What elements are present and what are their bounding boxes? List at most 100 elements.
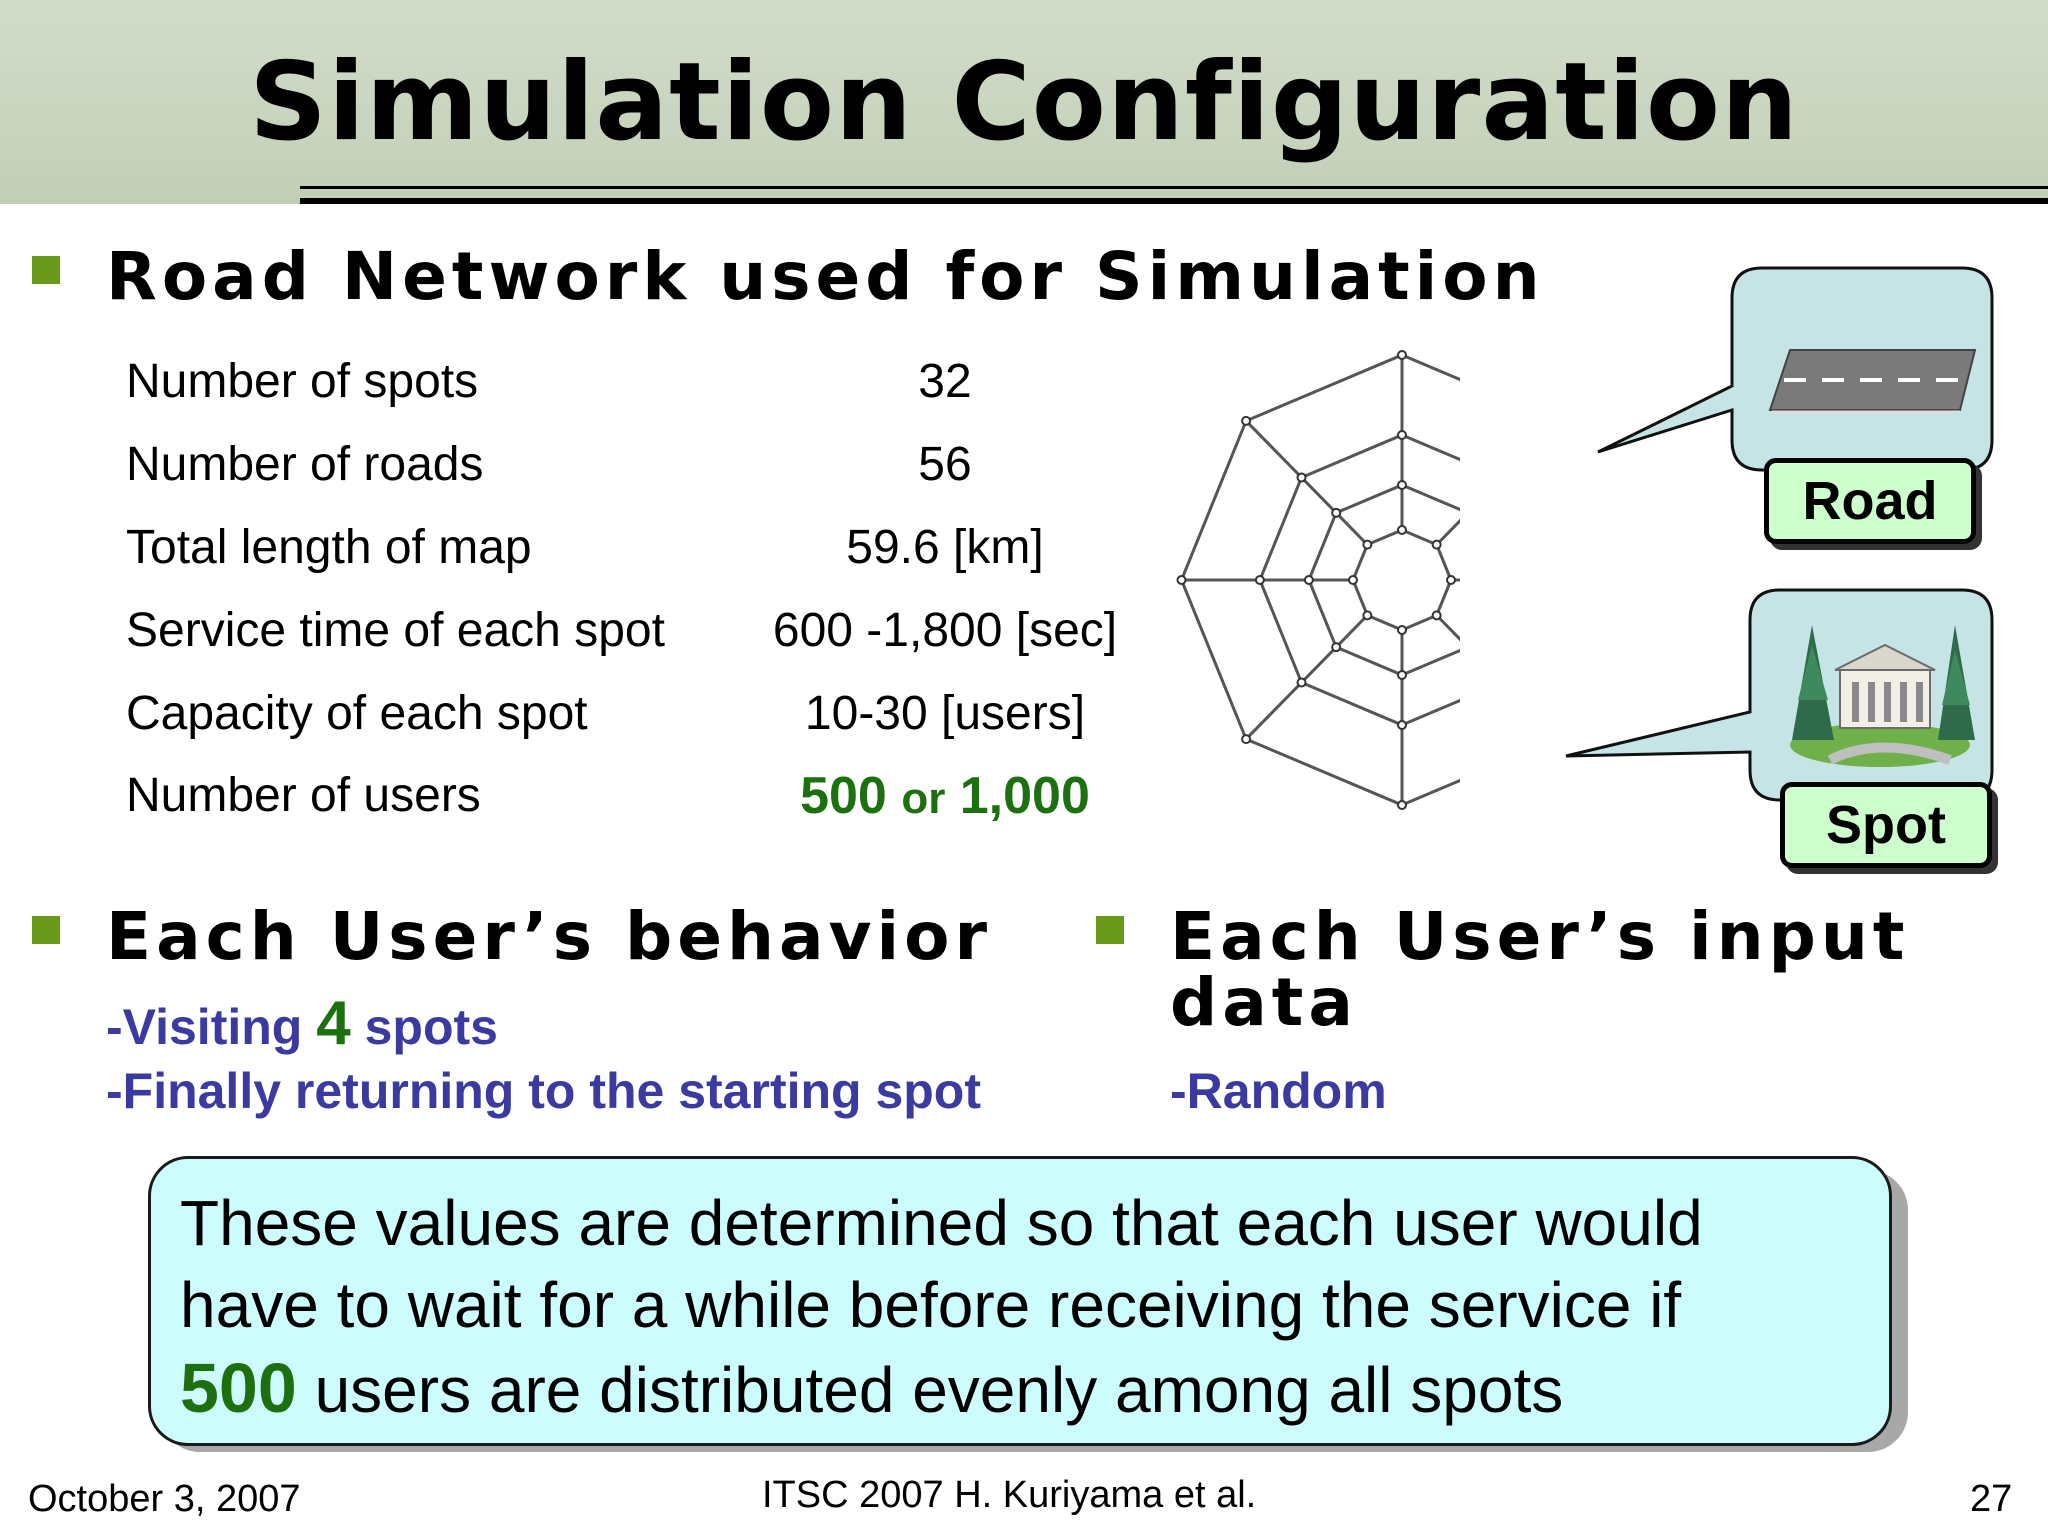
road-segment: [1435, 518, 1460, 546]
config-label-roads: Number of roads: [126, 438, 484, 491]
road-segment: [1401, 528, 1438, 547]
section-heading-input-data: Each User’s input data: [1170, 904, 1909, 1036]
visiting-count: 4: [316, 989, 351, 1058]
road-segment: [1401, 778, 1460, 807]
spot-node: [1362, 610, 1373, 621]
note-line-2: have to wait for a while before receivin…: [180, 1269, 1682, 1341]
road-segment: [1245, 353, 1403, 423]
spot-node: [1397, 625, 1407, 635]
input-data-heading-line1: Each User’s input: [1170, 898, 1910, 975]
spot-building-icon: [1790, 625, 1975, 767]
note-box: [148, 1156, 1892, 1446]
visiting-suffix: spots: [364, 999, 498, 1055]
title-band: [0, 0, 2048, 204]
spot-node: [1397, 525, 1407, 535]
road-segment: [1245, 419, 1303, 479]
spot-node: [1303, 575, 1314, 585]
config-value-spots: 32: [918, 355, 972, 408]
road-segment: [1258, 579, 1303, 684]
road-segment: [1351, 579, 1369, 616]
title-rule: [300, 186, 2048, 189]
note-line-3: 500 users are distributed evenly among a…: [180, 1348, 1563, 1428]
footer-date: October 3, 2007: [28, 1478, 301, 1520]
spot-node: [1397, 720, 1407, 730]
road-segment: [1366, 613, 1403, 632]
road-segment: [1245, 681, 1303, 741]
spot-node: [1241, 734, 1252, 745]
behavior-line-returning: -Finally returning to the starting spot: [106, 1063, 981, 1119]
road-segment: [1307, 579, 1338, 648]
config-label-service-time: Service time of each spot: [126, 604, 665, 657]
spot-node: [1331, 642, 1342, 653]
road-segment: [1300, 646, 1338, 684]
road-segment: [1335, 645, 1403, 677]
config-value-roads: 56: [918, 438, 972, 491]
spot-node: [1397, 350, 1407, 360]
road-label: Road: [1764, 458, 1976, 544]
spot-node: [1397, 430, 1407, 440]
road-picture-icon: [1768, 349, 1977, 414]
road-segment: [1401, 433, 1460, 462]
config-value-capacity: 10-30 [users]: [804, 687, 1086, 740]
config-value-service-time: 600 -1,800 [sec]: [772, 604, 1118, 657]
road-segment: [1300, 433, 1403, 479]
slide-title: Simulation Configuration: [249, 40, 1799, 165]
bullet-square-icon: [32, 916, 60, 944]
road-segment: [1401, 353, 1460, 382]
input-data-random: -Random: [1170, 1063, 1387, 1119]
section-heading-user-behavior: Each User’s behavior: [106, 898, 993, 975]
road-segment: [1180, 420, 1248, 581]
road-segment: [1401, 698, 1460, 727]
behavior-line-visiting: -Visiting 4 spots: [106, 988, 498, 1059]
spot-node: [1431, 539, 1442, 550]
spot-node: [1331, 507, 1342, 518]
spot-node: [1296, 472, 1307, 483]
road-segment: [1307, 512, 1338, 581]
road-segment: [1435, 614, 1460, 642]
spot-node: [1348, 575, 1358, 585]
road-segment: [1245, 737, 1403, 807]
config-value-users: 500 or 1,000: [700, 766, 1190, 826]
spot-label: Spot: [1780, 782, 1992, 868]
spot-node: [1362, 539, 1373, 550]
input-data-heading-line2: data: [1170, 964, 1358, 1041]
spot-node: [1446, 575, 1456, 585]
road-segment: [1401, 483, 1460, 512]
spot-node: [1254, 575, 1265, 585]
spot-node: [1296, 677, 1307, 688]
road-segment: [1401, 613, 1438, 632]
users-value-1000: 1,000: [959, 767, 1090, 825]
road-segment: [1366, 528, 1403, 547]
spot-node: [1431, 610, 1442, 621]
spot-node: [1397, 480, 1407, 490]
spot-node: [1241, 415, 1252, 426]
spot-node: [1176, 575, 1187, 585]
road-segment: [1258, 476, 1303, 581]
note-users-count: 500: [180, 1349, 297, 1427]
road-segment: [1300, 476, 1338, 514]
note-line-1: These values are determined so that each…: [180, 1187, 1703, 1259]
road-segment: [1435, 579, 1453, 616]
road-segment: [1335, 614, 1369, 649]
config-label-capacity: Capacity of each spot: [126, 687, 588, 740]
users-value-or: or: [901, 774, 946, 823]
config-label-spots: Number of spots: [126, 355, 479, 408]
footer-conference: ITSC 2007 H. Kuriyama et al.: [762, 1474, 1257, 1516]
section-heading-road-network: Road Network used for Simulation: [106, 238, 1545, 315]
spot-node: [1397, 670, 1407, 680]
title-rule-thick: [300, 198, 2048, 204]
config-label-length: Total length of map: [126, 521, 532, 574]
road-segment: [1180, 579, 1248, 740]
users-value-500: 500: [800, 767, 887, 825]
config-label-users: Number of users: [126, 769, 481, 822]
config-value-length: 59.6 [km]: [846, 521, 1044, 574]
note-line-3-text: users are distributed evenly among all s…: [314, 1354, 1564, 1426]
road-segment: [1435, 544, 1453, 581]
bullet-square-icon: [32, 256, 60, 284]
road-segment: [1300, 681, 1403, 727]
bullet-square-icon: [1096, 916, 1124, 944]
spot-node: [1397, 800, 1407, 810]
road-network-diagram: [1176, 350, 1460, 810]
